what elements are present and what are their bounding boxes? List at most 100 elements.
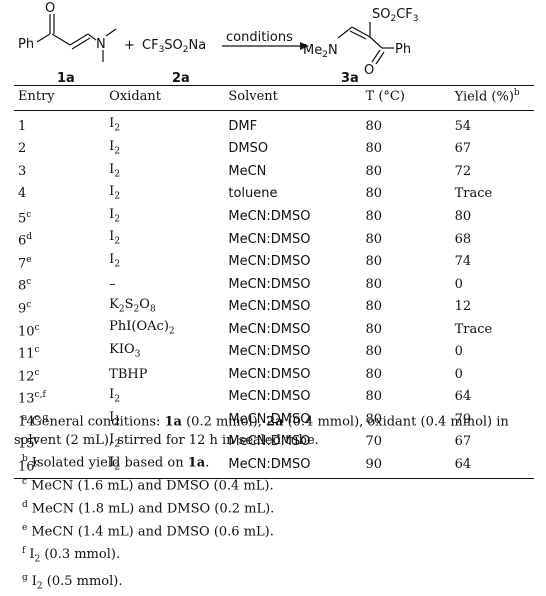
cell-entry: 11c — [18, 345, 40, 362]
cell-oxidant: I2 — [109, 161, 121, 180]
cell-temperature: 80 — [365, 366, 383, 382]
cell-solvent: DMSO — [228, 141, 269, 157]
cell-solvent: MeCN:DMSO — [228, 344, 311, 360]
cell-entry: 1 — [18, 118, 27, 134]
cell-temperature: 90 — [365, 453, 455, 480]
cell-entry: 8c — [18, 277, 32, 294]
cell-solvent: MeCN:DMSO — [228, 366, 311, 382]
cell-solvent: MeCN:DMSO — [228, 276, 311, 292]
cell-solvent: MeCN:DMSO — [228, 411, 311, 427]
cell-temperature: 80 — [365, 411, 383, 427]
compound-label-1a: 1a — [57, 71, 75, 86]
table-header-row: Entry Oxidant Solvent T (°C) Yield (%)b — [14, 84, 534, 112]
cell-entry: 5c — [18, 209, 32, 227]
cell-temperature: 80 — [365, 344, 383, 360]
cell-yield: 79 — [454, 411, 472, 427]
cell-yield: Trace — [454, 186, 493, 202]
header-entry: Entry — [14, 84, 110, 112]
cell-yield: 12 — [454, 299, 472, 315]
phenyl-label-1a: Ph — [18, 37, 34, 52]
cell-oxidant: I2 — [109, 409, 121, 428]
cell-temperature: 80 — [365, 299, 383, 315]
cell-temperature: 80 — [365, 254, 383, 270]
cell-yield: 54 — [454, 118, 472, 134]
cell-entry: 7e — [18, 255, 32, 272]
cell-temperature: 80 — [365, 118, 383, 134]
table-row: 8c – MeCN:DMSO 80 0 — [14, 273, 534, 295]
cell-entry: 16c — [14, 453, 110, 480]
cell-yield: 72 — [454, 163, 472, 179]
cell-solvent: MeCN:DMSO — [228, 299, 311, 315]
compound-label-2a: 2a — [172, 71, 190, 86]
cell-temperature: 80 — [365, 163, 383, 179]
cell-oxidant: I2 — [109, 251, 121, 270]
cell-solvent: MeCN:DMSO — [228, 254, 311, 270]
reagent-2a-formula: CF3SO2Na — [142, 38, 206, 55]
cell-entry: 9c — [18, 299, 32, 317]
cell-entry: 10c — [18, 322, 40, 339]
cell-oxidant: – — [109, 276, 116, 292]
cell-oxidant: I2 — [109, 138, 121, 157]
cell-temperature: 80 — [365, 321, 383, 337]
cell-temperature: 70 — [365, 434, 383, 450]
cell-solvent: DMF — [228, 118, 258, 134]
cell-solvent: toluene — [228, 186, 278, 202]
table-row: 4 I2 toluene 80 Trace — [14, 183, 534, 206]
trifluoromethylsulfonyl-label: SO2CF3 — [372, 7, 419, 24]
reaction-scheme-drawing: Ph O N 1a + CF3SO2Na 2a conditions SO2CF… — [18, 1, 419, 86]
phenyl-label-3a: Ph — [395, 42, 411, 57]
cell-yield: 0 — [454, 276, 463, 292]
cell-oxidant: I2 — [109, 184, 121, 202]
header-solvent: Solvent — [228, 84, 366, 112]
optimization-table: Entry Oxidant Solvent T (°C) Yield (%)b … — [14, 84, 534, 480]
cell-yield: 0 — [454, 344, 463, 360]
header-oxidant: Oxidant — [109, 84, 229, 112]
header-yield: Yield (%)b — [454, 84, 534, 112]
cell-temperature: 80 — [365, 186, 383, 202]
cell-temperature: 80 — [365, 276, 383, 292]
cell-entry: 6d — [18, 232, 33, 249]
cell-solvent: MeCN:DMSO — [228, 453, 366, 480]
cell-oxidant: I2 — [109, 229, 121, 247]
cell-yield: 67 — [454, 141, 472, 157]
cell-yield: 64 — [454, 453, 534, 480]
cell-oxidant: I2 — [109, 432, 121, 450]
cell-yield: 80 — [454, 209, 472, 224]
cell-entry: 4 — [18, 186, 27, 202]
dimethylamino-label-3a: Me2N — [303, 43, 338, 60]
cell-yield: Trace — [454, 321, 493, 337]
table-row: 14c,g I2 MeCN:DMSO 80 79 — [14, 409, 534, 432]
cell-yield: 68 — [454, 231, 472, 247]
amine-nitrogen-1a: N — [96, 37, 106, 52]
cell-oxidant: I2 — [109, 206, 121, 225]
cell-entry: 3 — [18, 163, 27, 179]
carbonyl-oxygen-3a: O — [364, 63, 374, 78]
cell-solvent: MeCN:DMSO — [228, 231, 311, 247]
cell-solvent: MeCN:DMSO — [228, 434, 311, 450]
cell-solvent: MeCN:DMSO — [228, 389, 311, 405]
cell-oxidant: PhI(OAc)2 — [109, 319, 175, 337]
cell-yield: 64 — [454, 389, 472, 405]
cell-yield: 0 — [454, 366, 463, 382]
cell-solvent: MeCN:DMSO — [228, 209, 311, 224]
reaction-scheme: Ph O N 1a + CF3SO2Na 2a conditions SO2CF… — [0, 0, 546, 86]
cell-oxidant: I2 — [109, 453, 229, 480]
cell-entry: 13c,f — [18, 390, 46, 407]
cell-entry: 14c,g — [18, 412, 49, 429]
optimization-table-wrapper: Entry Oxidant Solvent T (°C) Yield (%)b … — [14, 84, 534, 480]
